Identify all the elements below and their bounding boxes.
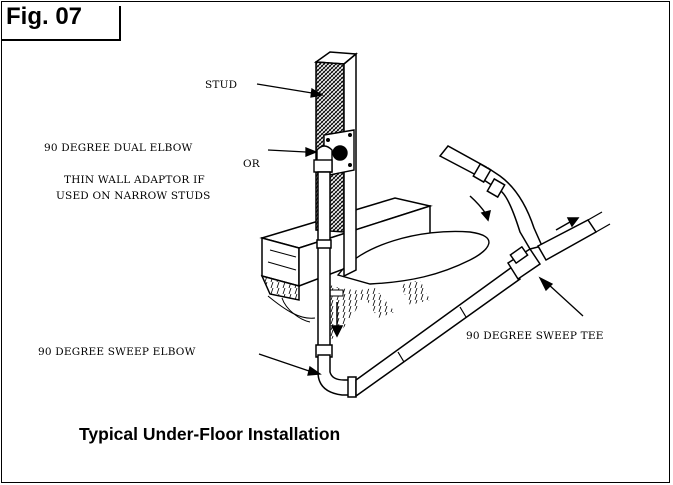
callout-thin-wall-line1: THIN WALL ADAPTOR IF — [64, 174, 205, 186]
stud-plate — [323, 129, 355, 177]
sweep-tee — [506, 245, 542, 281]
callout-dual-elbow: 90 DEGREE DUAL ELBOW — [44, 142, 193, 154]
callout-or: OR — [243, 158, 260, 170]
callout-sweep-tee: 90 DEGREE SWEEP TEE — [466, 330, 604, 342]
callout-sweep-elbow: 90 DEGREE SWEEP ELBOW — [38, 346, 196, 358]
flow-arrows — [330, 195, 580, 338]
sweep-elbow — [317, 354, 357, 398]
title-box-rule — [1, 39, 119, 41]
callout-stud: STUD — [205, 79, 238, 91]
right-branch-pipe — [536, 211, 611, 262]
upper-branch-pipe — [438, 145, 544, 250]
horizontal-pipe-run — [355, 265, 522, 398]
vertical-pipe — [315, 171, 333, 358]
figure-number: Fig. 07 — [6, 3, 83, 30]
figure-caption: Typical Under-Floor Installation — [79, 424, 341, 444]
dual-elbow-fitting — [313, 145, 333, 173]
callout-thin-wall-line2: USED ON NARROW STUDS — [56, 190, 211, 202]
title-box-rule-vertical — [119, 6, 121, 41]
callout-leaders — [256, 83, 584, 376]
